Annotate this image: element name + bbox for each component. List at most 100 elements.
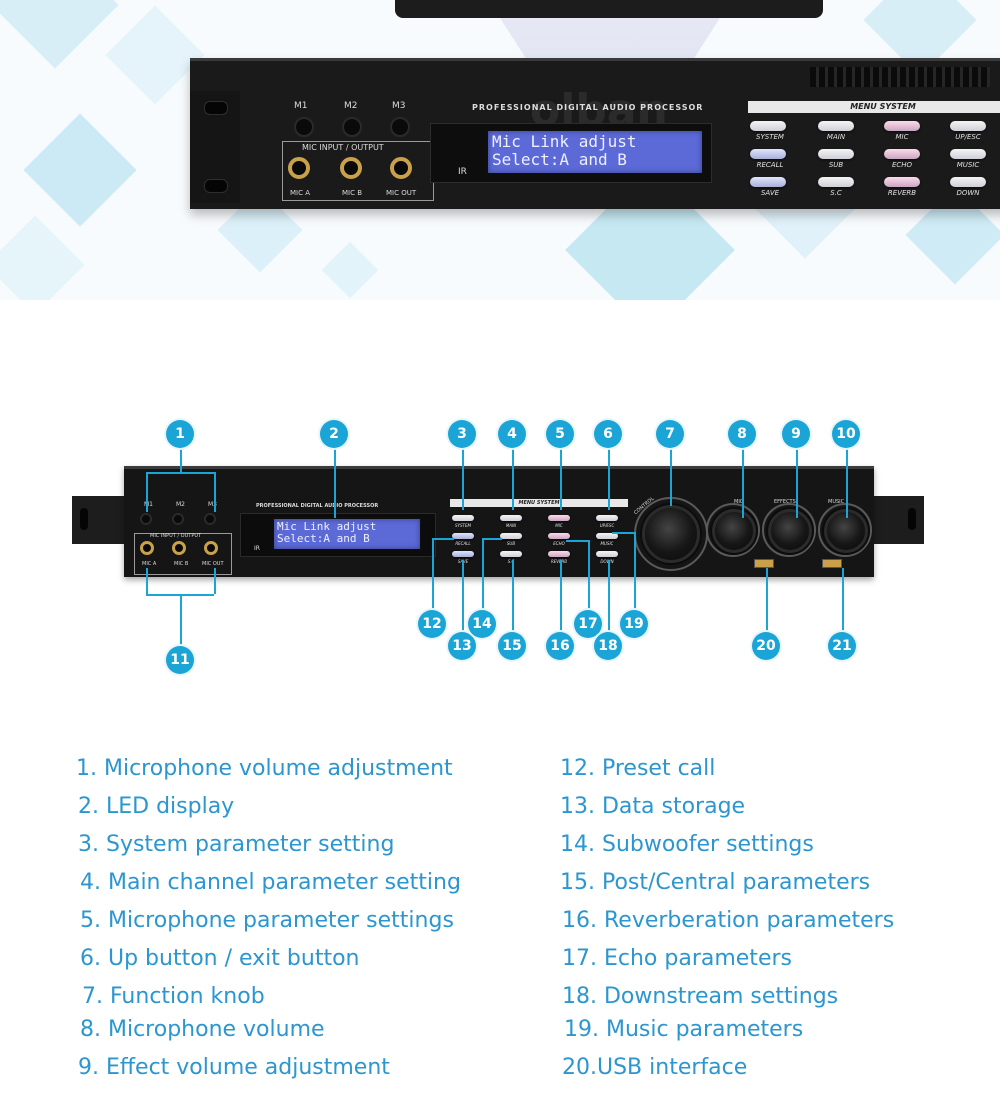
m3-button[interactable] [390,117,410,137]
save-button[interactable] [452,551,474,557]
usb-port-left[interactable] [754,559,774,568]
menu-system-header: MENU SYSTEM [450,499,628,507]
callout-21: 21 [828,632,856,660]
save-button[interactable] [750,177,786,187]
mic-out-jack[interactable] [390,157,412,179]
main-button[interactable] [818,121,854,131]
sc-button[interactable] [500,551,522,557]
effects-knob-label: EFFECTS [774,499,796,505]
m3-button[interactable] [204,513,216,525]
recall-label: RECALL [455,541,471,546]
leader-line [612,532,636,534]
mic-b-label: MIC B [174,561,189,567]
legend-item: 6. Up button / exit button [80,946,360,971]
leader-line [482,538,484,612]
reverb-button[interactable] [548,551,570,557]
music-button[interactable] [596,533,618,539]
mic-a-jack[interactable] [140,541,154,555]
m1-button[interactable] [140,513,152,525]
sub-button[interactable] [500,533,522,539]
usb-port-right[interactable] [822,559,842,568]
rack-slot [80,508,88,530]
leader-line [512,560,514,634]
lcd-display: Mic Link adjust Select:A and B [272,517,422,551]
down-button[interactable] [596,551,618,557]
up-esc-button[interactable] [950,121,986,131]
callout-12: 12 [418,610,446,638]
leader-line [512,448,514,510]
chassis: M1 M2 M3 MIC INPUT / OUTPUT MIC A MIC B … [124,466,874,577]
callout-20: 20 [752,632,780,660]
reverb-button[interactable] [884,177,920,187]
m1-button[interactable] [294,117,314,137]
echo-label: ECHO [553,541,565,546]
mic-io-panel [134,533,232,575]
system-button[interactable] [750,121,786,131]
save-label: SAVE [760,189,780,197]
callout-19: 19 [620,610,648,638]
leader-line [588,540,590,612]
mic-label: MIC [555,523,563,528]
mic-a-label: MIC A [290,189,311,197]
legend-item: 4. Main channel parameter setting [80,870,461,895]
mic-io-label: MIC INPUT / OUTPUT [302,143,384,152]
lcd-line2: Select:A and B [492,150,627,169]
callout-2: 2 [320,420,348,448]
echo-button[interactable] [548,533,570,539]
legend-item: 5. Microphone parameter settings [80,908,454,933]
music-button[interactable] [950,149,986,159]
bg-diamond [0,215,85,300]
up-esc-button[interactable] [596,515,618,521]
mic-knob-label: MIC [734,499,744,505]
mic-b-jack[interactable] [340,157,362,179]
function-knob[interactable] [642,505,700,563]
down-button[interactable] [950,177,986,187]
system-button[interactable] [452,515,474,521]
mic-label: MIC [895,133,909,141]
brand-text: PROFESSIONAL DIGITAL AUDIO PROCESSOR [256,503,379,509]
callout-3: 3 [448,420,476,448]
recall-button[interactable] [750,149,786,159]
up-esc-label: UP/ESC [955,133,981,141]
bg-diamond [321,241,379,299]
effects-volume-knob[interactable] [768,509,812,553]
mic-button[interactable] [884,121,920,131]
m2-button[interactable] [342,117,362,137]
callout-17: 17 [574,610,602,638]
mic-out-label: MIC OUT [386,189,417,197]
legend-item: 8. Microphone volume [80,1017,325,1042]
mic-volume-knob[interactable] [712,509,756,553]
callout-1: 1 [166,420,194,448]
music-knob-bezel [818,503,872,557]
main-button[interactable] [500,515,522,521]
mic-button[interactable] [548,515,570,521]
m2-label: M2 [344,101,358,111]
leader-line [180,594,182,646]
legend-item: 7. Function knob [82,984,265,1009]
mic-b-jack[interactable] [172,541,186,555]
leader-line [462,448,464,510]
mic-a-jack[interactable] [288,157,310,179]
sub-button[interactable] [818,149,854,159]
leader-line [846,448,848,518]
menu-system-header: MENU SYSTEM [748,101,1000,113]
lcd-line1: Mic Link adjust [492,132,637,151]
echo-button[interactable] [884,149,920,159]
legend-item: 17. Echo parameters [562,946,792,971]
recall-button[interactable] [452,533,474,539]
down-label: DOWN [600,559,614,564]
mic-b-label: MIC B [342,189,363,197]
callout-16: 16 [546,632,574,660]
lcd-line1: Mic Link adjust [277,520,377,533]
leader-line [566,540,588,542]
callout-4: 4 [498,420,526,448]
echo-label: ECHO [891,161,913,169]
effects-knob-bezel [762,503,816,557]
m2-button[interactable] [172,513,184,525]
callout-14: 14 [468,610,496,638]
leader-line [146,472,148,512]
m3-label: M3 [208,501,217,508]
sc-button[interactable] [818,177,854,187]
legend-item: 20.USB interface [562,1055,748,1080]
mic-out-jack[interactable] [204,541,218,555]
